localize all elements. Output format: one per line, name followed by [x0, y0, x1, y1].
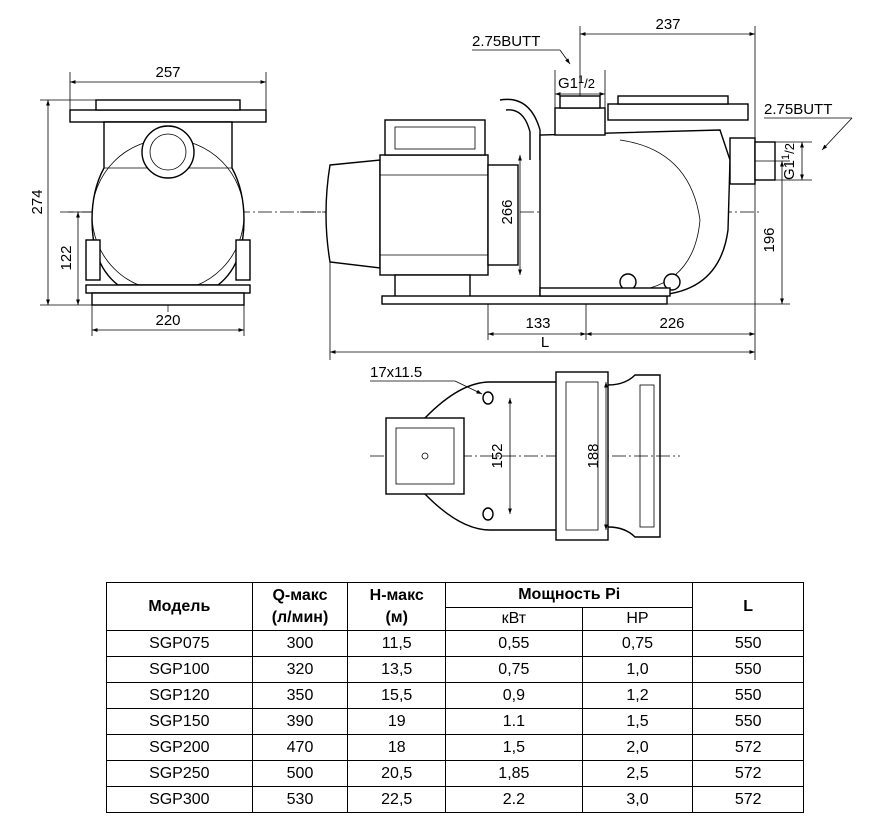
cell-h-max: 11,5	[347, 630, 447, 657]
cell-power-kw: 1.1	[445, 708, 583, 735]
label-outlet-g: G11/2	[558, 74, 595, 92]
cell-model: SGP200	[106, 734, 253, 761]
cell-h-max: 22,5	[347, 786, 447, 813]
bottom-view: 17x11.5 152 188	[370, 364, 680, 541]
cell-q-max: 470	[251, 734, 349, 761]
cell-length: 550	[692, 656, 804, 683]
label-inlet-g: G11/2	[780, 143, 798, 180]
dim-inlet-axis-height: 196	[761, 227, 778, 252]
cell-power-hp: 2,0	[581, 734, 694, 761]
cell-power-kw: 2.2	[445, 786, 583, 813]
cell-power-kw: 1,5	[445, 734, 583, 761]
dim-base-span: 133	[525, 315, 550, 332]
cell-length: 550	[692, 708, 804, 735]
cell-h-max: 19	[347, 708, 447, 735]
header-model: Модель	[106, 582, 253, 631]
dim-height-total: 274	[29, 189, 46, 214]
dim-width-front: 257	[155, 64, 180, 81]
cell-q-max: 300	[251, 630, 349, 657]
cell-power-hp: 0,75	[581, 630, 694, 657]
label-inlet-thread: 2.75BUTT	[764, 101, 832, 118]
cell-model: SGP150	[106, 708, 253, 735]
cell-h-max: 15,5	[347, 682, 447, 709]
cell-power-kw: 1,85	[445, 760, 583, 787]
cell-power-hp: 1,2	[581, 682, 694, 709]
header-length: L	[692, 582, 804, 631]
dim-axis-height: 122	[58, 245, 75, 270]
cell-q-max: 320	[251, 656, 349, 683]
dim-pump-length: 226	[659, 315, 684, 332]
cell-power-hp: 1,0	[581, 656, 694, 683]
header-power: Мощность Pi	[445, 582, 694, 608]
header-h-max: H-макс(м)	[347, 582, 447, 631]
cell-power-hp: 1,5	[581, 708, 694, 735]
cell-length: 572	[692, 760, 804, 787]
dim-bolt-span-1: 152	[489, 443, 506, 468]
cell-length: 572	[692, 786, 804, 813]
cell-model: SGP075	[106, 630, 253, 657]
cell-power-kw: 0,55	[445, 630, 583, 657]
cell-power-hp: 3,0	[581, 786, 694, 813]
dim-overall-length: L	[541, 334, 549, 351]
dim-side-width: 237	[655, 16, 680, 33]
label-outlet-thread: 2.75BUTT	[472, 33, 540, 50]
header-q-max: Q-макс(л/мин)	[251, 582, 349, 631]
cell-model: SGP100	[106, 656, 253, 683]
cell-model: SGP250	[106, 760, 253, 787]
spec-table: Модель Q-макс(л/мин) H-макс(м) Мощность …	[106, 582, 804, 813]
cell-length: 572	[692, 734, 804, 761]
cell-q-max: 530	[251, 786, 349, 813]
cell-power-hp: 2,5	[581, 760, 694, 787]
dim-base-front: 220	[155, 312, 180, 329]
front-view: 257 274 122 220	[29, 64, 330, 336]
cell-length: 550	[692, 682, 804, 709]
cell-q-max: 390	[251, 708, 349, 735]
side-view: 237 2.75BUTT G11/2 2.75BUTT G11/2 266 19…	[300, 16, 853, 360]
cell-power-kw: 0,9	[445, 682, 583, 709]
cell-h-max: 13,5	[347, 656, 447, 683]
dim-bolt-span-2: 188	[585, 443, 602, 468]
cell-q-max: 350	[251, 682, 349, 709]
header-power-kw: кВт	[445, 607, 583, 631]
cell-q-max: 500	[251, 760, 349, 787]
cell-power-kw: 0,75	[445, 656, 583, 683]
cell-h-max: 20,5	[347, 760, 447, 787]
cell-model: SGP300	[106, 786, 253, 813]
cell-model: SGP120	[106, 682, 253, 709]
dim-slot: 17x11.5	[370, 364, 422, 381]
pump-dimension-drawing: 257 274 122 220	[29, 16, 853, 541]
cell-h-max: 18	[347, 734, 447, 761]
header-power-hp: HP	[581, 607, 694, 631]
dim-motor-height: 266	[499, 199, 516, 224]
cell-length: 550	[692, 630, 804, 657]
